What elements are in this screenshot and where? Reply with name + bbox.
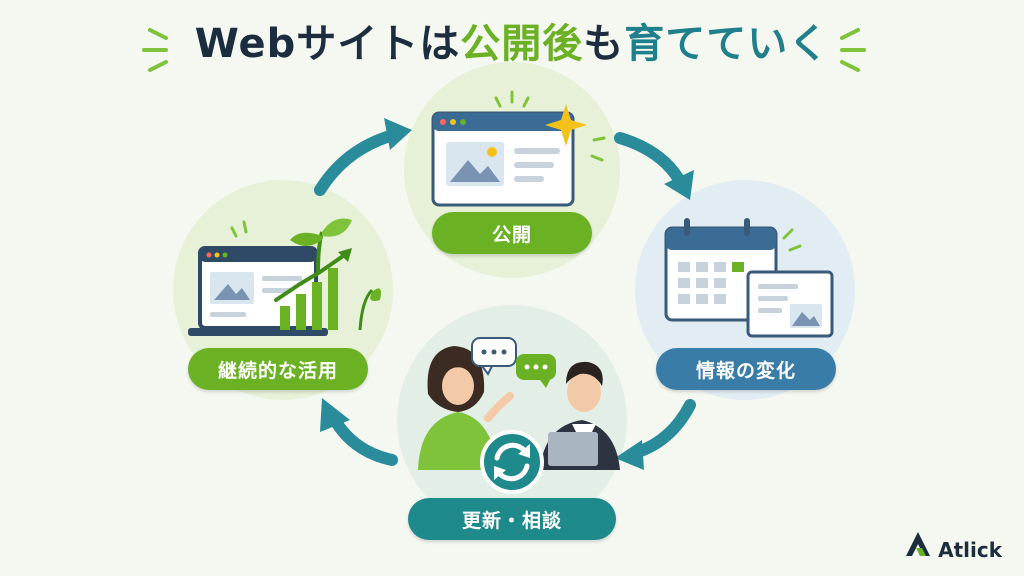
growth-rays [230,220,248,238]
document-icon [746,270,834,338]
calendar-rays [782,228,802,252]
growth-chart-icon [274,248,352,330]
arrow-to-continuous-use [320,398,398,466]
atlick-logo-icon [906,532,930,556]
arrow-to-publish [314,118,412,196]
arrow-to-update [615,399,696,470]
title-part-also: も [583,21,625,67]
stage-label-publish: 公開 [432,212,592,254]
speech-bubble-white [471,337,517,376]
title-left-dashes [142,28,168,72]
brand: Atlick [904,538,1002,562]
stage-label-update-consult: 更新・相談 [408,498,616,540]
title-part-website: Webサイトは [194,21,461,67]
arrow-to-info-change [614,132,694,200]
refresh-icon [480,430,544,494]
sparkle-icon [545,104,587,146]
woman-figure [418,346,514,470]
browser-window-icon [431,111,575,207]
stage-label-continuous-use: 継続的な活用 [188,348,368,390]
speech-bubble-green [516,354,556,388]
title-part-grow: 育てていく [624,21,830,67]
page-title: Webサイトは公開後も育てていく [0,16,1024,72]
sparkle-rays [494,90,606,162]
stage-label-info-change: 情報の変化 [656,348,836,390]
man-figure [540,361,620,470]
laptop-icon [188,246,328,336]
brand-name: Atlick [938,538,1002,562]
title-part-after-publish: 公開後 [460,21,584,67]
plant-icon [290,218,381,331]
title-right-dashes [840,28,866,72]
